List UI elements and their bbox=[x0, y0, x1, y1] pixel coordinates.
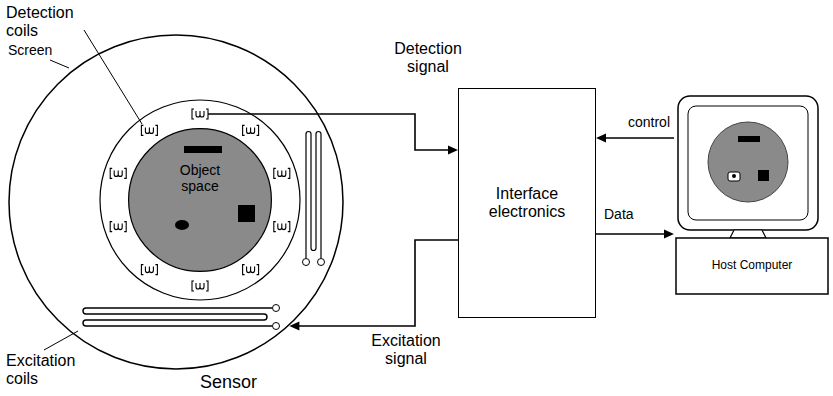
signal-arrow bbox=[289, 240, 458, 331]
signal-label: Detection signal bbox=[378, 40, 478, 77]
connector-line bbox=[319, 114, 449, 150]
coil-terminal bbox=[273, 305, 280, 312]
detection-coil bbox=[243, 265, 259, 275]
sensor-label: Sensor bbox=[200, 372, 257, 393]
detection-coil bbox=[141, 125, 157, 135]
detection-coil bbox=[141, 265, 157, 275]
part-label: Screen bbox=[8, 42, 52, 58]
detection-coil-winding bbox=[306, 132, 321, 259]
host-label: Host Computer bbox=[676, 259, 828, 273]
sensor-circle: SensorObject space bbox=[8, 34, 344, 370]
coil-wire bbox=[208, 113, 319, 115]
host-computer: Host Computer bbox=[674, 90, 830, 298]
signal-label: Data bbox=[602, 206, 636, 222]
object-space-circle: Object space bbox=[128, 128, 272, 272]
connector-line bbox=[596, 233, 665, 235]
signal-arrow bbox=[319, 114, 458, 155]
signal-label: control bbox=[626, 114, 672, 130]
coil-ring bbox=[100, 100, 300, 300]
object-bar bbox=[184, 146, 222, 153]
part-label: Excitation coils bbox=[6, 352, 88, 389]
detection-coil bbox=[192, 109, 208, 119]
detection-coil bbox=[243, 125, 259, 135]
screen-object bbox=[758, 170, 769, 181]
signal-arrow bbox=[596, 230, 674, 239]
object-space-label: Object space bbox=[170, 162, 230, 194]
connector-line bbox=[605, 137, 674, 139]
screen-circle bbox=[9, 35, 343, 369]
object-space-fill bbox=[129, 129, 272, 272]
arrowhead bbox=[664, 230, 674, 239]
coil-terminal bbox=[318, 259, 325, 266]
interface-label: Interface electronics bbox=[467, 185, 587, 222]
arrowhead bbox=[596, 134, 606, 143]
screen-object bbox=[732, 174, 736, 178]
coil-terminal bbox=[273, 323, 280, 330]
leader-line bbox=[50, 60, 69, 68]
part-label: Detection coils bbox=[6, 4, 88, 41]
screen-object bbox=[738, 136, 760, 142]
screen-image bbox=[708, 122, 788, 202]
signal-label: Excitation signal bbox=[352, 332, 460, 369]
monitor-bezel bbox=[688, 106, 808, 220]
leader-line bbox=[84, 30, 142, 124]
screen-object bbox=[728, 172, 740, 181]
detection-coil bbox=[110, 168, 126, 178]
object-space-circle-outline bbox=[128, 128, 272, 272]
signal-arrow bbox=[596, 134, 674, 143]
coil-terminal bbox=[303, 259, 310, 266]
excitation-coil-winding bbox=[83, 308, 272, 326]
monitor-frame bbox=[678, 96, 818, 230]
interface-box: Interface electronics bbox=[458, 88, 596, 318]
object-square bbox=[238, 205, 255, 222]
monitor-stand bbox=[730, 230, 766, 238]
detection-coil bbox=[192, 281, 208, 291]
computer-base bbox=[676, 238, 828, 294]
detection-coil bbox=[274, 168, 290, 178]
detection-coil bbox=[110, 222, 126, 232]
detection-coil bbox=[274, 222, 290, 232]
arrowhead bbox=[448, 146, 458, 155]
object-ellipse bbox=[175, 220, 189, 230]
